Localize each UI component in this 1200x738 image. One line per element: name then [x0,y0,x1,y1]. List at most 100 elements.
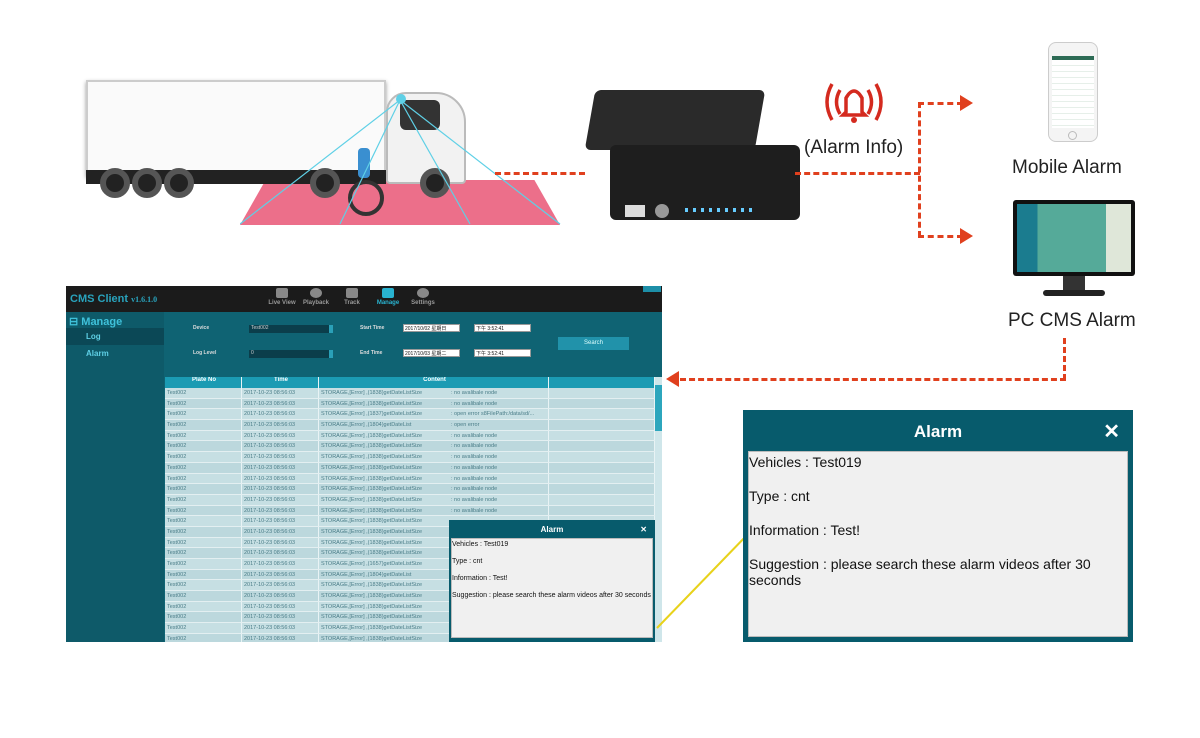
arrow-head [666,371,679,387]
nav-live-view[interactable]: Live View [264,288,300,306]
content-source: STORAGE,[Error] ,(1657)getDateListSize [321,561,423,567]
cell-time: 2017-10-23 08:56:03 [242,452,319,462]
col-content[interactable]: Content [319,377,549,388]
cell-content: STORAGE,[Error] ,(1838)getDateListSize: … [319,452,549,462]
cell-empty [549,430,655,441]
content-source: STORAGE,[Error] ,(1838)getDateListSize [321,593,423,600]
scrollbar[interactable] [655,377,662,642]
cell-empty [549,473,655,484]
window-controls[interactable] [643,286,661,292]
log-level-label: Log Level [193,350,217,356]
device-select[interactable]: Test002 [249,325,333,333]
sidebar-item-alarm[interactable]: Alarm [86,349,109,358]
cell-empty [549,484,655,494]
cell-plate-no: Test002 [165,537,242,548]
col-plate-no[interactable]: Plate No [165,377,242,388]
scrollbar-thumb[interactable] [655,385,662,431]
content-message: : no avalibale node [451,432,498,439]
content-source: STORAGE,[Error] ,(1838)getDateListSize [321,464,423,471]
close-icon[interactable]: ✕ [640,525,647,534]
cell-time: 2017-10-23 08:56:03 [242,409,319,420]
log-level-select[interactable]: 0 [249,350,333,358]
cell-time: 2017-10-23 08:56:03 [242,623,319,633]
cell-content: STORAGE,[Error] ,(1838)getDateListSize: … [319,388,549,398]
alarm-popup-small: Alarm✕ Vehicles : Test019 Type : cnt Inf… [449,520,655,642]
cell-plate-no: Test002 [165,623,242,633]
popup-vehicles: Vehicles : Test019 [749,454,862,470]
arrow-to-pc [918,235,963,238]
nav-settings[interactable]: Settings [405,288,441,306]
cell-empty [549,505,655,516]
start-clock-input[interactable]: 下午 3:52:41 [474,324,531,332]
cell-plate-no: Test002 [165,580,242,591]
cell-plate-no: Test002 [165,484,242,494]
sidebar-item-log[interactable]: Log [66,328,164,345]
truck-illustration [60,70,561,230]
search-button[interactable]: Search [558,337,629,350]
cell-empty [549,462,655,473]
cell-content: STORAGE,[Error] ,(1838)getDateListSize: … [319,494,549,505]
content-message: : no avalibale node [451,443,498,450]
mobile-dvr-device [584,90,800,230]
content-message: : no avalibale node [451,390,498,396]
manage-icon [382,288,394,298]
col-time[interactable]: Time [242,377,319,388]
device-label: Device [193,325,210,331]
nav-track[interactable]: Track [334,288,370,306]
nav-manage[interactable]: Manage [370,288,406,306]
top-bar: CMS Client v1.6.1.0 Live View Playback T… [66,286,662,312]
arrow-head [960,95,973,111]
cell-content: STORAGE,[Error] ,(1838)getDateListSize : … [319,430,549,441]
track-icon [346,288,358,298]
cell-time: 2017-10-23 08:56:03 [242,516,319,526]
start-date-picker[interactable]: 2017/10/02 星期日 [403,324,460,332]
cell-plate-no: Test002 [165,388,242,398]
cell-time: 2017-10-23 08:56:03 [242,526,319,537]
cell-plate-no: Test002 [165,548,242,558]
close-icon[interactable]: ✕ [1103,421,1120,443]
cell-time: 2017-10-23 08:56:03 [242,473,319,484]
cell-content: STORAGE,[Error] ,(1838)getDateListSize: … [319,462,549,473]
gear-icon [417,288,429,298]
cell-time: 2017-10-23 08:56:03 [242,398,319,409]
end-time-label: End Time [360,350,383,356]
popup-information: Information : Test! [749,522,861,538]
cell-time: 2017-10-23 08:56:03 [242,580,319,591]
content-source: STORAGE,[Error] ,(1838)getDateListSize [321,432,423,439]
content-source: STORAGE,[Error] ,(1838)getDateListSize [321,582,423,589]
content-message: : no avalibale node [451,454,498,461]
cell-plate-no: Test002 [165,441,242,452]
end-date-picker[interactable]: 2017/10/03 星期二 [403,349,460,357]
content-source: STORAGE,[Error] ,(1838)getDateListSize [321,614,423,621]
alarm-info-label: (Alarm Info) [804,137,904,158]
cell-plate-no: Test002 [165,452,242,462]
content-message: : open error s8FilePath:/data/sd/... [451,411,535,418]
playback-icon [310,288,322,298]
alarm-bell-icon [818,74,890,130]
cell-time: 2017-10-23 08:56:03 [242,430,319,441]
cell-time: 2017-10-23 08:56:03 [242,484,319,494]
arrow-pc-to-cms [680,378,1066,381]
content-message: : no avalibale node [451,475,498,482]
content-source: STORAGE,[Error] ,(1838)getDateListSize [321,400,423,407]
content-source: STORAGE,[Error] ,(1838)getDateListSize [321,550,423,557]
popup-suggestion: Suggestion : please search these alarm v… [749,556,1091,588]
end-clock-input[interactable]: 下午 3:52:41 [474,349,531,357]
nav-playback[interactable]: Playback [298,288,334,306]
cell-time: 2017-10-23 08:56:03 [242,569,319,580]
cell-time: 2017-10-23 08:56:03 [242,537,319,548]
popup-type: Type : cnt [452,558,483,565]
cell-time: 2017-10-23 08:56:03 [242,420,319,430]
